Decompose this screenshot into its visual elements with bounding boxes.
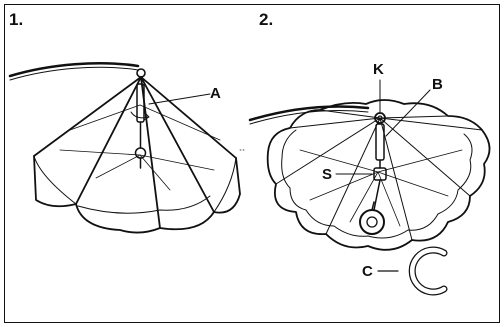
callout-a: A [210, 86, 221, 101]
callout-c: C [362, 264, 373, 279]
umbrella-open-icon [250, 100, 490, 250]
callout-b-leader [386, 90, 430, 136]
callout-a-leader [149, 94, 210, 104]
c-clip-icon [412, 250, 444, 292]
callout-s: S [322, 167, 332, 182]
callout-b: B [432, 77, 443, 92]
callout-k: K [373, 62, 384, 77]
